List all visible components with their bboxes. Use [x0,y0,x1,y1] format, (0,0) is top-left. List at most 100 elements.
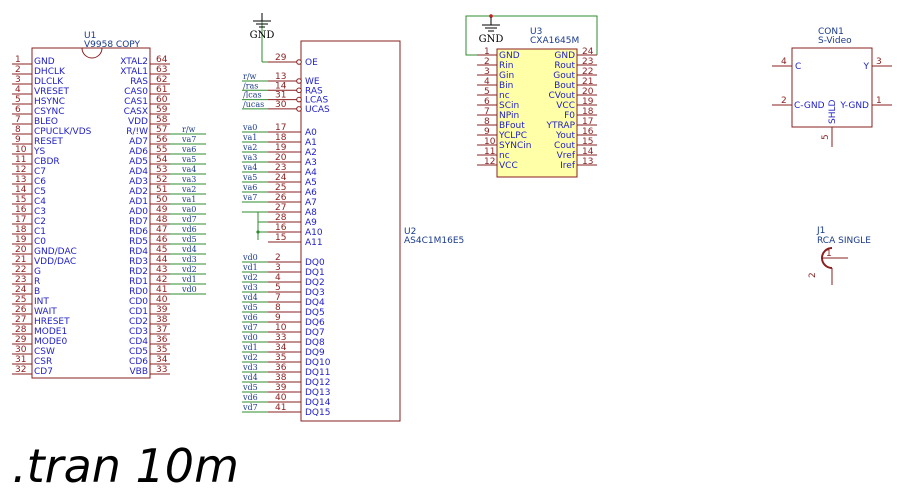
u2-net-label: vd4 [242,293,258,302]
u3-pin-label: Yout [555,131,576,141]
u1-pin-label: AD6 [129,147,148,157]
u3-pin-label: nc [499,91,510,101]
u1-pin-number: 56 [156,135,168,145]
u2-pin-number: 27 [275,203,286,213]
u1-pin-number: 38 [156,315,168,325]
u2-pin-label: DQ14 [305,398,331,408]
u1-pin-label: CSW [34,347,55,357]
u2-pin-number: 30 [275,100,287,110]
u2-net-label: vd3 [242,283,258,292]
u3-pin-number: 13 [582,157,593,167]
u1-pin-number: 4 [15,85,21,95]
u3-body [496,48,578,178]
u2-pin-number: 40 [275,393,287,403]
u2-pin-number: 19 [275,143,287,153]
con1-pin-number: 4 [781,57,787,67]
u2-pin-number: 24 [275,173,287,183]
u2-pin-label: DQ9 [305,348,325,358]
u3-ref: U3 [530,27,542,37]
u1-pin-number: 12 [15,165,26,175]
u1-pin-label: CD4 [129,337,148,347]
u1-pin-label: C0 [34,237,46,247]
u2-pin-number: 20 [275,153,287,163]
u3-pin-number: 20 [582,87,594,97]
u3-pin-number: 1 [484,47,490,57]
con1-pin-number: 2 [781,96,787,106]
u1-pin-label: CD5 [129,347,148,357]
u3-pin-label: Bin [499,81,513,91]
con1-pin-label: Y-GND [839,101,869,111]
u3-pin-number: 21 [582,77,593,87]
u1-pin-label: B [34,287,40,297]
u1-pin-number: 59 [156,105,168,115]
u2-pin-number: 7 [275,293,281,303]
u3-pin-label: VCC [556,101,575,111]
u1-pin-number: 16 [15,205,27,215]
u3-pin-number: 8 [484,117,490,127]
u2-pin-label: DQ7 [305,328,325,338]
u1-pin-number: 13 [15,175,26,185]
u2-pin-label: WE [305,77,320,87]
u1-pin-number: 51 [156,185,167,195]
u2-pin-label: DQ13 [305,388,330,398]
u1-pin-label: RD3 [129,257,148,267]
u1-ref: U1 [84,31,96,41]
u1-pin-label: RD1 [129,277,148,287]
u3-pin-label: VCC [499,161,518,171]
u2-pin-label: A3 [305,158,317,168]
u1-pin-label: CASX [124,107,148,117]
u2-net-label: vd0 [242,253,258,262]
u1-pin-number: 42 [156,275,167,285]
u1-pin-number: 39 [156,305,168,315]
u2-pin-number: 31 [275,91,286,101]
u1-pin-number: 1 [15,55,21,65]
u2-body [300,40,401,422]
u2-pin-number: 8 [275,303,281,313]
u1-pin-label: CD1 [129,307,148,317]
u3-pin-number: 7 [484,107,490,117]
u3-junction [489,14,493,18]
u1-net-label: vd5 [181,235,197,244]
u2-pin-label: DQ0 [305,258,325,268]
u1-pin-label: CD7 [34,367,53,377]
u1-net-label: va7 [181,135,196,144]
u2-pin-number: 36 [275,363,287,373]
u1-notch [81,47,103,59]
u1-pin-number: 24 [15,285,27,295]
u3-pin-number: 19 [582,97,594,107]
u1-pin-number: 41 [156,285,167,295]
u1-pin-number: 8 [15,125,21,135]
u3-pin-number: 4 [484,77,490,87]
u1-pin-label: CPUCLK/VDS [34,127,92,137]
u1-pin-number: 23 [15,275,26,285]
con1-pin-number: 1 [876,96,882,106]
u3-pin-label: Gin [499,71,514,81]
con1-pin-number: 5 [821,134,831,140]
u1-pin-label: RAS [130,77,148,87]
u1-pin-label: C5 [34,187,46,197]
u1-pin-number: 46 [156,235,168,245]
u1-pin-number: 47 [156,225,167,235]
u2-net-label: vd2 [242,273,258,282]
u2-pin-label: A5 [305,178,317,188]
u1-pin-label: CAS1 [124,97,148,107]
u2-net-label: va3 [242,153,257,162]
u2-pin-number: 2 [275,253,281,263]
u2-pin-number: 9 [275,313,281,323]
u1-net-label: vd0 [181,285,197,294]
u3-pin-label: Gout [553,71,575,81]
u1-pin-label: INT [34,297,49,307]
u1-pin-number: 49 [156,205,168,215]
u1-pin-label: DHCLK [34,67,66,77]
u1-pin-number: 36 [156,335,168,345]
u2-net-label: vd3 [242,363,258,372]
u1-pin-number: 29 [15,335,27,345]
u2-pin-number: 14 [275,81,287,91]
u2-net-label: va1 [242,133,257,142]
u2-pin-number: 25 [275,183,286,193]
